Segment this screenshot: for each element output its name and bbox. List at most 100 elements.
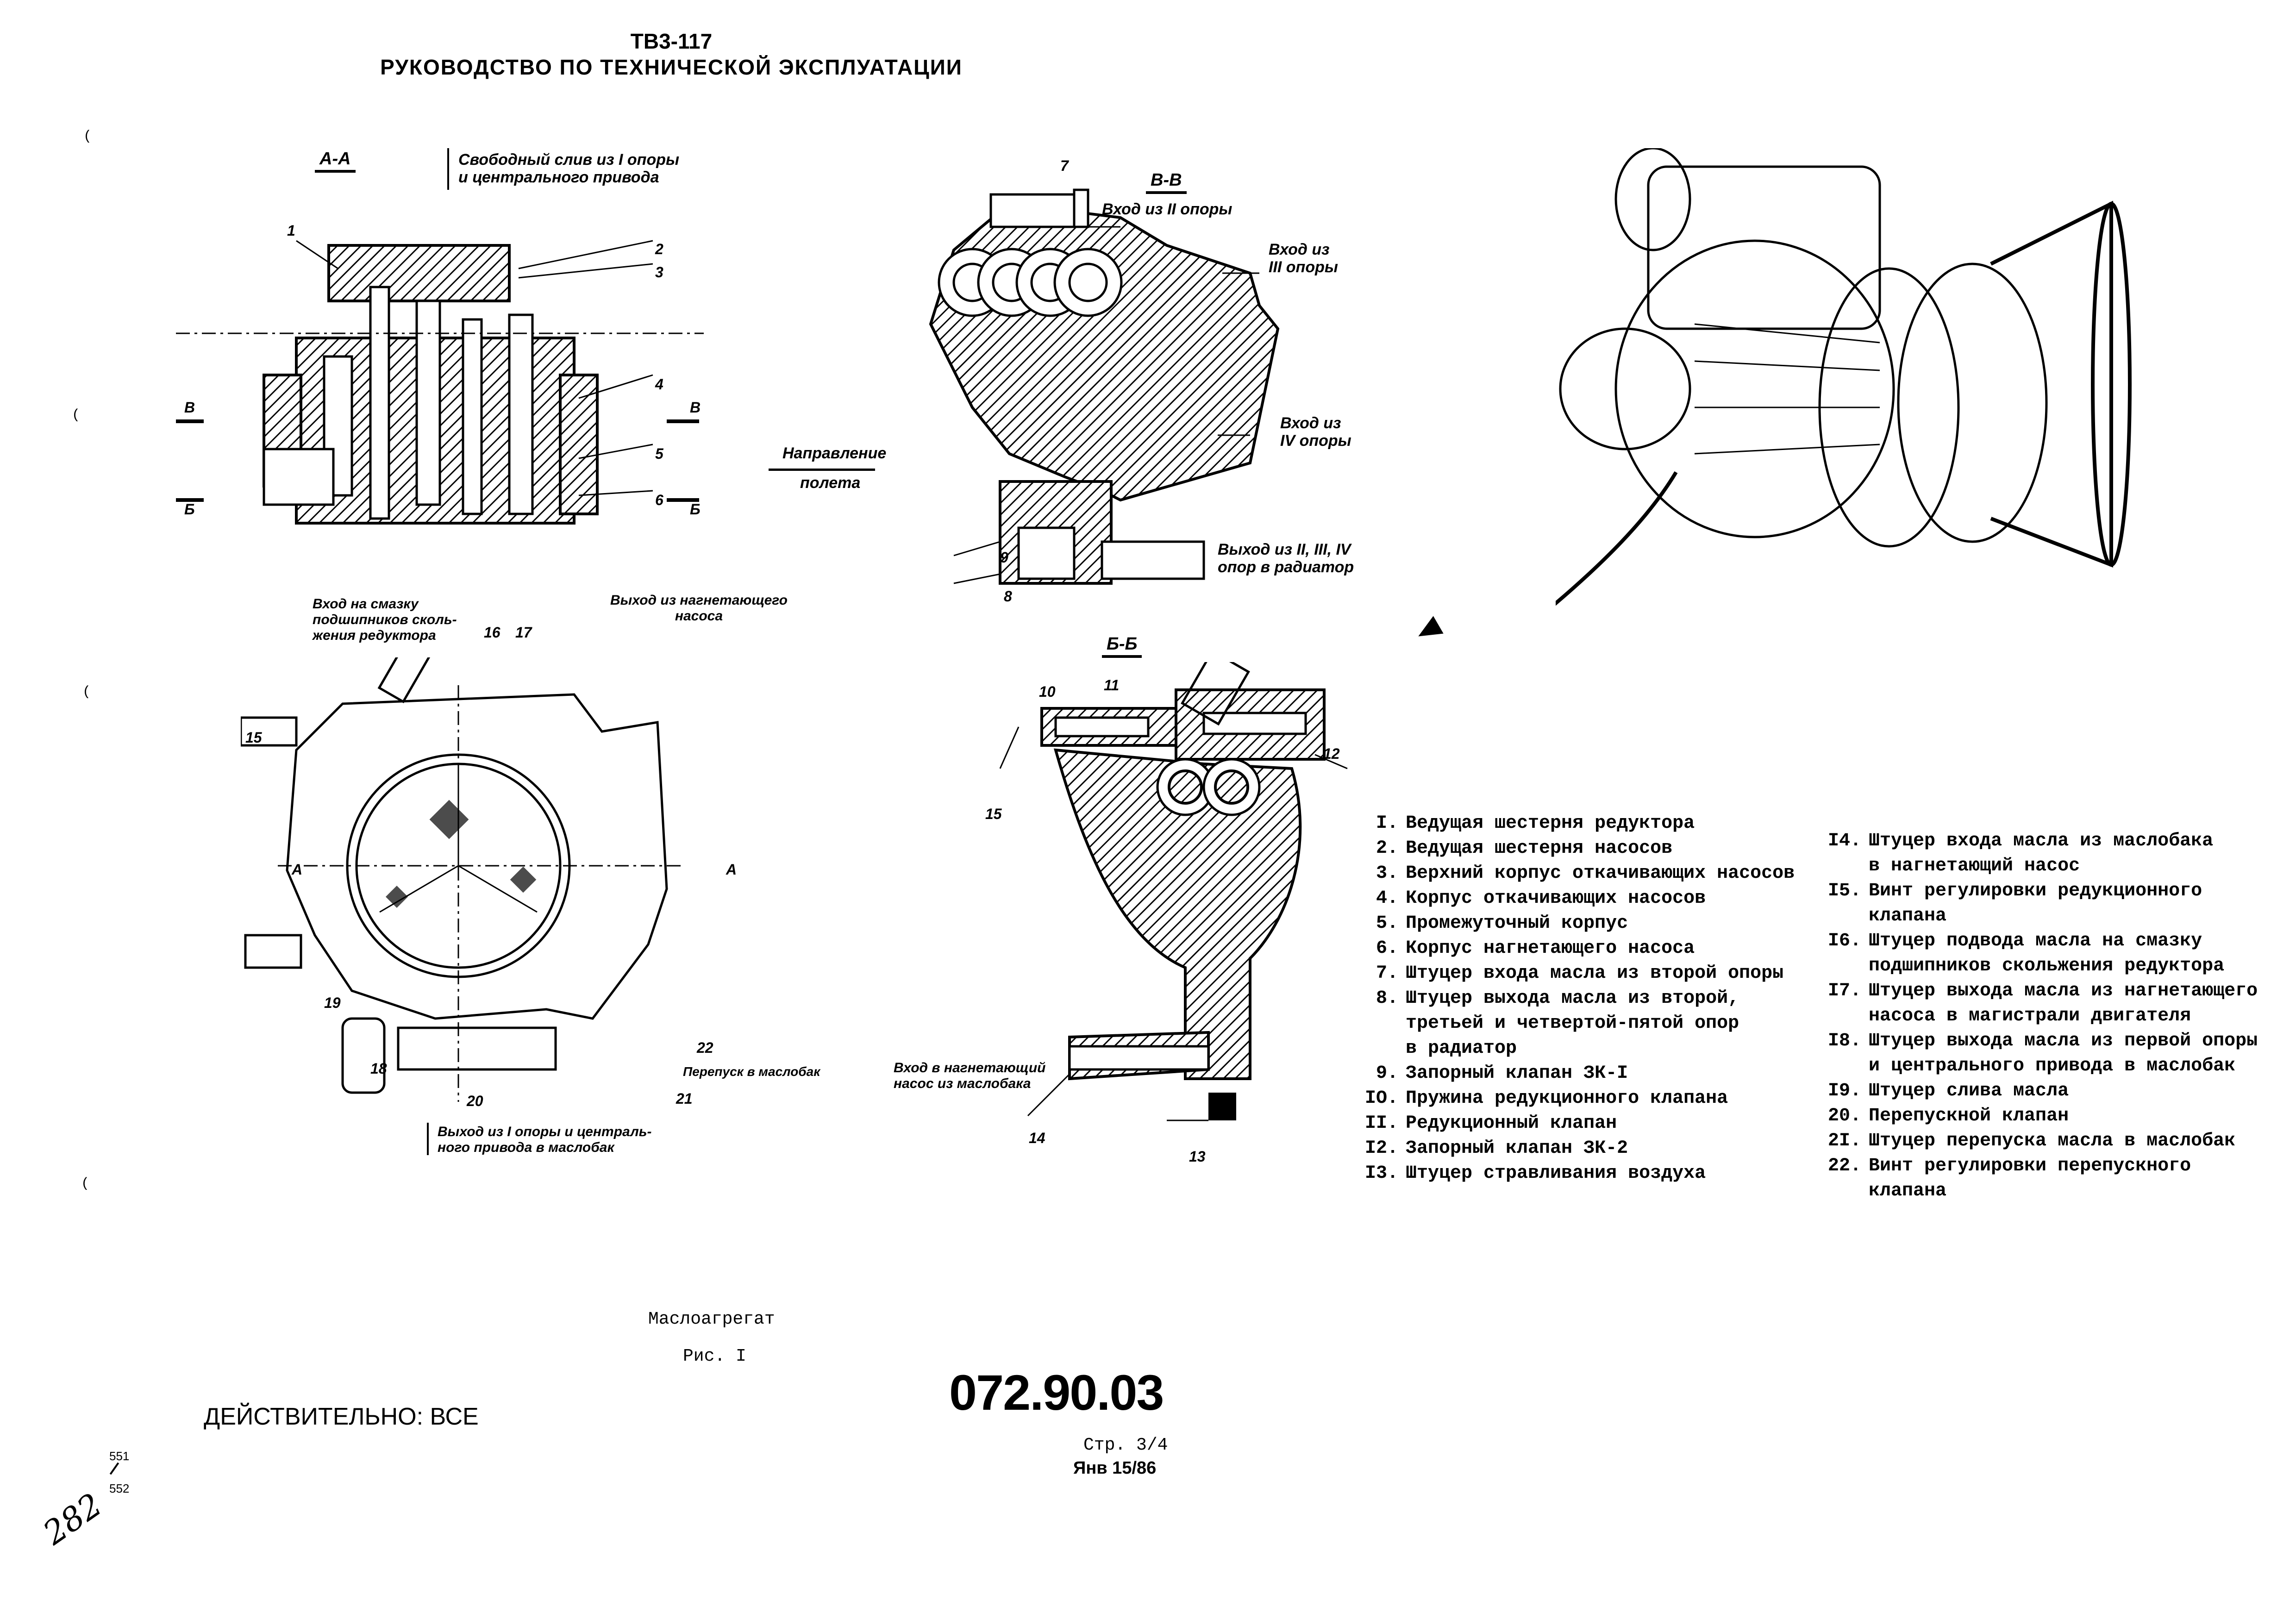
legend-num: 22. bbox=[1827, 1156, 1861, 1176]
pump-body-section bbox=[1053, 748, 1302, 1080]
page-number: Стр. 3/4 bbox=[1083, 1435, 1168, 1455]
legend-num: 20. bbox=[1827, 1106, 1861, 1126]
leader-arrowhead-icon bbox=[1413, 616, 1444, 645]
callout-19: 19 bbox=[324, 994, 341, 1011]
legend-item: I5.Винт регулировки редукционного клапан… bbox=[1820, 879, 2283, 929]
legend-item: 2I. Штуцер перепуска масла в маслобак bbox=[1820, 1129, 2283, 1154]
legend-text: Винт регулировки редукционного клапана bbox=[1869, 881, 2202, 926]
callout-21: 21 bbox=[676, 1090, 693, 1107]
legend-item: 6. Корпус нагнетающего насоса bbox=[1357, 936, 1820, 961]
inlet-support-4-label: Вход из IV опоры bbox=[1280, 414, 1351, 450]
cut-mark-a-right: А bbox=[726, 861, 737, 878]
legend-item: I6.Штуцер подвода масла на смазку подшип… bbox=[1820, 929, 2283, 979]
callout-11: 11 bbox=[1104, 677, 1120, 694]
legend-num: 3. bbox=[1376, 863, 1398, 884]
binder-hole-mark: ( bbox=[81, 1176, 90, 1192]
callout-8: 8 bbox=[1004, 588, 1012, 605]
callout-20: 20 bbox=[467, 1093, 483, 1109]
section-aa-drawing bbox=[176, 240, 704, 525]
legend-num: I6. bbox=[1827, 931, 1861, 951]
legend-text: Пружина редукционного клапана bbox=[1406, 1088, 1728, 1109]
legend-text: Промежуточный корпус bbox=[1406, 913, 1628, 934]
callout-15-bb: 15 bbox=[985, 806, 1002, 822]
legend-text: Запорный клапан ЗК-I bbox=[1406, 1063, 1628, 1084]
callout-5: 5 bbox=[655, 445, 663, 462]
legend-item: 2.Ведущая шестерня насосов bbox=[1357, 836, 1820, 861]
outlet-to-radiator-label: Выход из II, III, IV опор в радиатор bbox=[1218, 541, 1354, 576]
legend-item: II.Редукционный клапан bbox=[1357, 1111, 1820, 1136]
legend-item: I4.Штуцер входа масла из маслобака в наг… bbox=[1820, 829, 2283, 879]
filter-mesh bbox=[429, 800, 469, 839]
legend-num: 7. bbox=[1376, 963, 1398, 984]
filter-mesh bbox=[510, 866, 537, 893]
legend-num: I8. bbox=[1827, 1031, 1861, 1051]
legend-text: Штуцер входа масла из второй опоры bbox=[1406, 963, 1784, 984]
page-range-bottom: 552 bbox=[109, 1482, 130, 1495]
flight-direction-label-2: полета bbox=[800, 474, 861, 492]
callout-10: 10 bbox=[1039, 683, 1056, 700]
legend-text: Винт регулировки перепускного клапана bbox=[1869, 1156, 2191, 1201]
legend-text: Штуцер слива масла bbox=[1869, 1081, 2069, 1101]
inlet-support-2-label: Вход из II опоры bbox=[1102, 200, 1232, 218]
handwritten-number: 282 bbox=[36, 1486, 109, 1552]
legend-item: I9.Штуцер слива масла bbox=[1820, 1079, 2283, 1104]
legend-item: 9. Запорный клапан ЗК-I bbox=[1357, 1061, 1820, 1086]
drain-outlet-label: Выход из I опоры и централь- ного привод… bbox=[438, 1124, 652, 1155]
fitting-18 bbox=[341, 1017, 386, 1094]
bypass-body bbox=[397, 1026, 557, 1071]
legend-column-2: I4.Штуцер входа масла из маслобака в наг… bbox=[1820, 829, 2283, 1204]
unit-outline bbox=[286, 693, 668, 1020]
legend-item: 7. Штуцер входа масла из второй опоры bbox=[1357, 961, 1820, 986]
legend-text: Штуцер выхода масла из второй, третьей и… bbox=[1406, 988, 1739, 1059]
callout-15: 15 bbox=[245, 729, 262, 746]
legend-text: Запорный клапан ЗК-2 bbox=[1406, 1138, 1628, 1159]
legend-item: 5.Промежуточный корпус bbox=[1357, 911, 1820, 936]
callout-7: 7 bbox=[1060, 157, 1069, 174]
leader-arrow bbox=[1556, 471, 1678, 606]
legend-text: Верхний корпус откачивающих насосов bbox=[1406, 863, 1795, 884]
cut-mark-v-right: В bbox=[690, 399, 701, 416]
engine-nose-cone bbox=[1559, 327, 1691, 450]
legend-text: Штуцер входа масла из маслобака в нагнет… bbox=[1869, 831, 2214, 876]
section-aa-note: Свободный слив из I опоры и центрального… bbox=[458, 151, 680, 186]
pump-housing bbox=[929, 202, 1280, 502]
page-range-top: 551 bbox=[109, 1449, 130, 1463]
binder-hole-mark: ( bbox=[72, 407, 81, 423]
callout-14: 14 bbox=[1029, 1130, 1045, 1146]
pump-outlet-fitting bbox=[1181, 662, 1250, 726]
engine-exhaust bbox=[1990, 200, 2113, 568]
legend-item: IO.Пружина редукционного клапана bbox=[1357, 1086, 1820, 1111]
cut-mark-v-left: В bbox=[184, 399, 195, 416]
pump-outlet-label: Выход из нагнетающего насоса bbox=[610, 593, 788, 624]
flight-direction-label: Направление bbox=[782, 444, 887, 462]
callout-17: 17 bbox=[515, 624, 532, 641]
legend-num: I3. bbox=[1364, 1163, 1398, 1184]
callout-6: 6 bbox=[655, 492, 663, 508]
legend-num: I2. bbox=[1364, 1138, 1398, 1159]
legend-num: 6. bbox=[1376, 938, 1398, 959]
legend-num: 4. bbox=[1376, 888, 1398, 909]
legend-text: Редукционный клапан bbox=[1406, 1113, 1617, 1134]
legend-num: I. bbox=[1376, 813, 1398, 834]
legend-text: Корпус нагнетающего насоса bbox=[1406, 938, 1695, 959]
legend-item: I. Ведущая шестерня редуктора bbox=[1357, 811, 1820, 836]
legend-text: Ведущая шестерня насосов bbox=[1406, 838, 1673, 859]
legend-text: Штуцер стравливания воздуха bbox=[1406, 1163, 1706, 1184]
right-flange bbox=[559, 374, 599, 515]
fitting-19 bbox=[244, 934, 302, 969]
legend-text: Штуцер выхода масла из нагнетающего насо… bbox=[1869, 981, 2258, 1026]
binder-hole-mark: ( bbox=[82, 684, 91, 700]
legend-text: Штуцер перепуска масла в маслобак bbox=[1869, 1131, 2236, 1151]
legend-num: 2I. bbox=[1827, 1131, 1861, 1151]
front-view-drawing bbox=[241, 657, 685, 1102]
cut-mark-b-left: Б bbox=[184, 501, 195, 518]
legend-num: 9. bbox=[1376, 1063, 1398, 1084]
legend-item: 22. Винт регулировки перепускного клапана bbox=[1820, 1154, 2283, 1204]
lube-inlet-label: Вход на смазку подшипников сколь- жения … bbox=[313, 596, 457, 643]
page-range-divider bbox=[109, 1462, 119, 1475]
air-bleed-fitting bbox=[1208, 1093, 1236, 1120]
figure-caption-number: Рис. I bbox=[683, 1346, 746, 1366]
legend-text: Ведущая шестерня редуктора bbox=[1406, 813, 1695, 834]
drain-arrow-icon bbox=[447, 148, 449, 190]
section-bb-title: Б-Б bbox=[1102, 634, 1142, 658]
